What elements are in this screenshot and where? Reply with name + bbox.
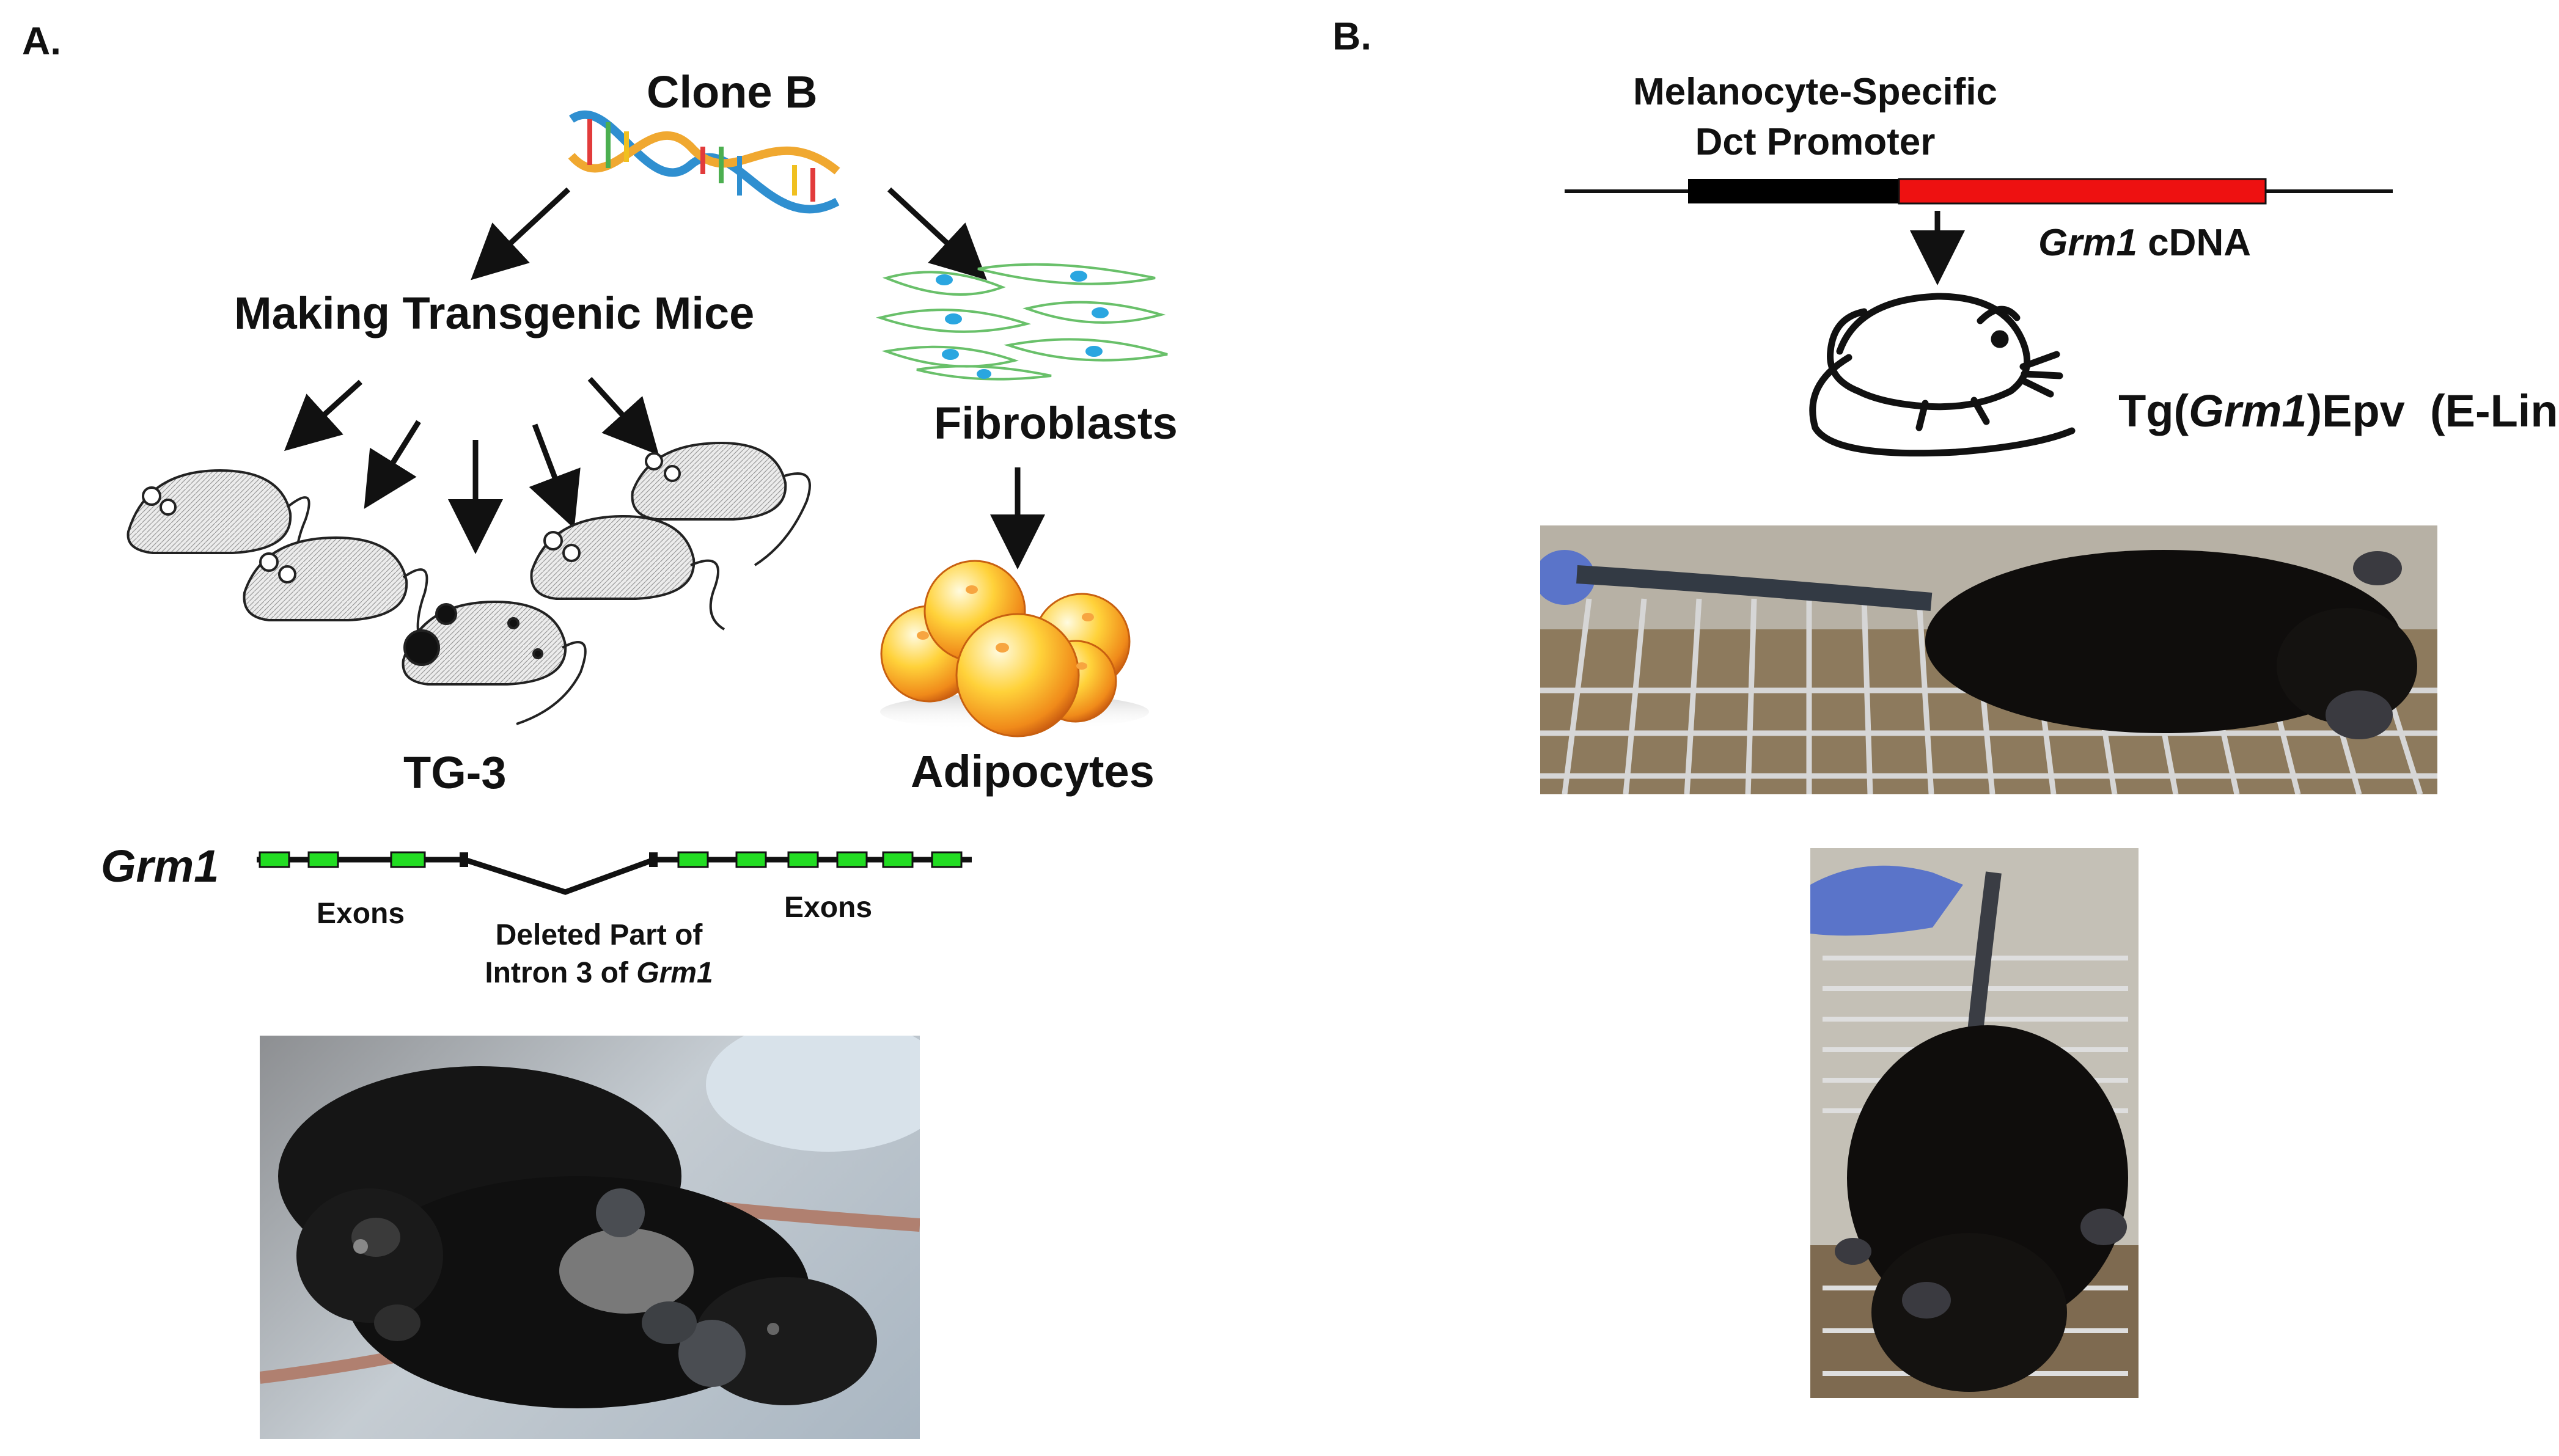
strain-gene: Grm1	[2189, 386, 2307, 436]
mouse-sketch-2	[243, 536, 429, 655]
exons-left-label: Exons	[317, 898, 405, 930]
promoter-line2: Dct Promoter	[1695, 121, 1936, 163]
strain-prefix: Tg(	[2118, 386, 2189, 436]
cdna-suffix: cDNA	[2137, 222, 2251, 264]
tg3-label: TG-3	[403, 747, 507, 798]
arrow-mouse-4	[529, 423, 581, 529]
exon-box	[882, 851, 914, 868]
arrow-mouse-5	[587, 376, 659, 456]
clone-b-label: Clone B	[647, 67, 818, 117]
eline-mouse-photo-bottom-drawing	[1810, 848, 2139, 1398]
deleted-intron-gene: Grm1	[636, 957, 713, 989]
gene-label: Grm1	[101, 841, 219, 891]
exon-box	[735, 851, 767, 868]
exon-boxes	[259, 851, 963, 868]
mouse-sketch-1	[127, 469, 310, 588]
exon-box	[259, 851, 290, 868]
exon-box	[836, 851, 868, 868]
panel-b-letter: B.	[1332, 14, 1371, 58]
fibroblast-nuclei	[936, 271, 1109, 379]
cdna-label: Grm1 cDNA	[2038, 221, 2251, 265]
mouse-sketch-5	[631, 441, 811, 566]
deleted-intron-label: Deleted Part of Intron 3 of Grm1	[477, 916, 721, 992]
mouse-sketch-4	[530, 514, 725, 631]
exon-box	[931, 851, 963, 868]
construct-schematic	[1565, 178, 2393, 285]
cdna-gene: Grm1	[2038, 222, 2137, 264]
exon-box	[787, 851, 819, 868]
arrow-mouse-2	[364, 420, 421, 509]
strain-label: Tg(Grm1)Epv (E-Line)	[2093, 333, 2559, 437]
dct-promoter-box	[1688, 179, 1899, 203]
fibroblast-cells-icon	[875, 263, 1168, 381]
arrow-mouse-1	[284, 379, 363, 452]
fibroblasts-label: Fibroblasts	[934, 398, 1178, 448]
tg3-mice-photo-drawing	[260, 1036, 920, 1408]
eline-mouse-photo-top	[1540, 525, 2437, 794]
strain-suffix: )Epv (E-Line)	[2307, 386, 2559, 436]
mouse-sketch-icon	[127, 441, 811, 725]
adipocyte-cluster-icon	[880, 560, 1149, 737]
eline-mouse-photo-bottom	[1810, 848, 2139, 1398]
making-transgenic-mice-label: Making Transgenic Mice	[234, 288, 755, 338]
gene-schematic	[257, 851, 972, 895]
grm1-cdna-box	[1898, 178, 2267, 205]
deleted-intron-line1: Deleted Part of	[495, 919, 703, 951]
deleted-intron-prefix: Intron 3 of	[485, 957, 637, 989]
panel-a-arrows	[284, 187, 1045, 569]
deleted-intron-line2: Intron 3 of Grm1	[477, 954, 721, 992]
tg3-mice-photo	[260, 1036, 920, 1439]
panel-a-letter: A.	[22, 19, 61, 63]
mouse-outline-icon	[1809, 293, 2076, 457]
exon-box	[677, 851, 709, 868]
exons-right-label: Exons	[784, 891, 873, 924]
exon-box	[307, 851, 339, 868]
arrow-to-transgenic	[471, 187, 571, 280]
promoter-line1: Melanocyte-Specific	[1632, 71, 1998, 113]
mouse-sketch-3	[402, 600, 587, 725]
promoter-label: Melanocyte-Specific Dct Promoter	[1601, 67, 2029, 167]
adipocytes-label: Adipocytes	[911, 746, 1155, 797]
arrow-to-fibroblasts	[887, 187, 987, 280]
exon-box	[390, 851, 426, 868]
dna-helix-icon	[568, 110, 840, 214]
eline-mouse-photo-top-drawing	[1540, 525, 2437, 794]
